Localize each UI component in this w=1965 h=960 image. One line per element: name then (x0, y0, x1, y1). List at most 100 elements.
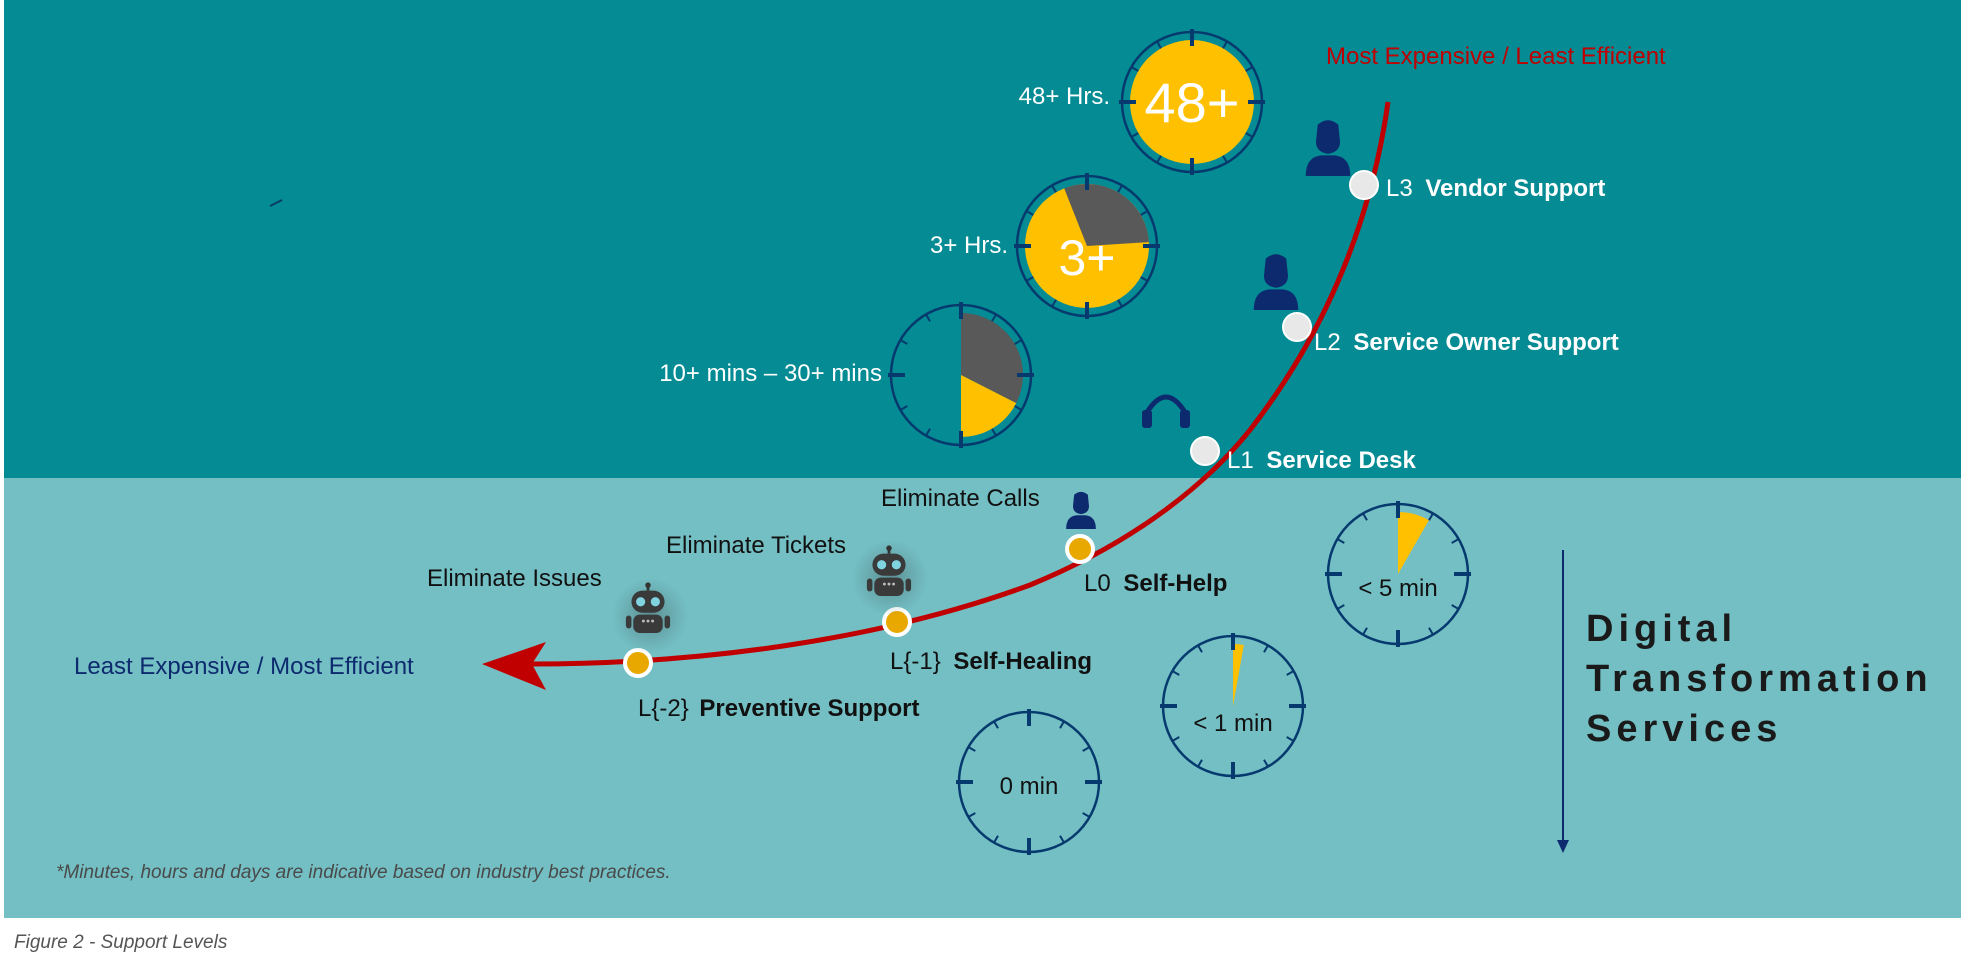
node-l2 (1282, 312, 1312, 342)
level-l3-label: L3 Vendor Support (1386, 175, 1605, 202)
clock-10-tick (991, 313, 997, 322)
clock-3-label: 3+ Hrs. (930, 232, 1008, 259)
eliminate-calls-label: Eliminate Calls (881, 485, 1040, 512)
clock-5-tick (1451, 604, 1460, 610)
clock-1-tick (1263, 644, 1269, 653)
most-expensive-label: Most Expensive / Least Efficient (1326, 43, 1666, 70)
clock-48 (1119, 29, 1265, 175)
clock-0-tick (993, 720, 999, 729)
clock-3-tick (1140, 210, 1149, 216)
clock-5-tick (1336, 538, 1345, 544)
clock-10-tick (899, 405, 908, 411)
clock-1-inner-text: < 1 min (1193, 710, 1272, 737)
clock-3-segment-1 (1064, 183, 1149, 246)
clock-0-tick (1082, 746, 1091, 752)
clock-48-fill (1130, 40, 1254, 164)
clock-48-tick (1245, 66, 1254, 72)
eliminate-issues-label: Eliminate Issues (427, 565, 602, 592)
clock-5-tick (1428, 512, 1434, 521)
clock-3-tick (1051, 299, 1057, 308)
level-l1-label: L1 Service Desk (1227, 447, 1416, 474)
support-curve (519, 101, 1391, 667)
clock-5 (1325, 501, 1471, 647)
clock-3 (1014, 173, 1160, 319)
least-expensive-label: Least Expensive / Most Efficient (74, 653, 414, 680)
clock-3-tick (1117, 299, 1123, 308)
level-l3-prefix: L3 (1386, 175, 1413, 202)
clock-48-tick (1245, 132, 1254, 138)
clock-5-tick (1336, 604, 1345, 610)
clock-10-tick (899, 339, 908, 345)
clock-10-segment-0 (961, 313, 1023, 404)
footnote: *Minutes, hours and days are indicative … (56, 862, 671, 883)
clock-10-tick (1014, 339, 1023, 345)
clock-3-tick (1025, 210, 1034, 216)
side-title-line2: Transformation (1586, 658, 1933, 700)
node-lm2 (623, 648, 653, 678)
clock-10-tick (991, 428, 997, 437)
stray-mark (269, 199, 283, 207)
clock-10-tick (925, 428, 931, 437)
down-arrow-head (1557, 840, 1569, 853)
clock-0-tick (993, 835, 999, 844)
clock-48-tick (1222, 40, 1228, 49)
node-l3 (1349, 170, 1379, 200)
clock-48-label: 48+ Hrs. (1019, 83, 1110, 110)
clock-3-tick (1025, 276, 1034, 282)
clock-3-tick (1117, 184, 1123, 193)
clock-48-tick (1222, 155, 1228, 164)
clock-1-tick (1197, 759, 1203, 768)
clock-10-tick (925, 313, 931, 322)
clock-10-segment-1 (961, 375, 1017, 437)
level-l0-label: L0 Self-Help (1084, 570, 1227, 597)
side-title-line3: Services (1586, 708, 1782, 750)
curve-arrowhead (482, 642, 546, 690)
figure-caption: Figure 2 - Support Levels (14, 932, 228, 953)
clock-1-tick (1171, 736, 1180, 742)
headset-icon (1142, 394, 1190, 428)
clock-0-tick (1082, 812, 1091, 818)
clock-0-tick (1059, 835, 1065, 844)
clock-5-tick (1428, 627, 1434, 636)
clock-1-tick (1171, 670, 1180, 676)
level-l3-name: Vendor Support (1425, 175, 1605, 202)
node-l1 (1190, 436, 1220, 466)
clock-3-inner-text: 3+ (1058, 230, 1115, 286)
clock-48-tick (1130, 132, 1139, 138)
clock-5-tick (1362, 512, 1368, 521)
clock-0-tick (967, 812, 976, 818)
clock-5-tick (1451, 538, 1460, 544)
level-l2-label: L2 Service Owner Support (1314, 329, 1619, 356)
clock-0-tick (967, 746, 976, 752)
clock-1-segment-0 (1233, 644, 1244, 706)
node-l0 (1065, 534, 1095, 564)
clock-1-tick (1286, 736, 1295, 742)
clock-5-segment-0 (1398, 512, 1429, 574)
clock-0 (956, 709, 1102, 855)
clock-1-tick (1263, 759, 1269, 768)
level-l2-prefix: L2 (1314, 329, 1341, 356)
clock-10-label: 10+ mins – 30+ mins (659, 360, 882, 387)
clock-5-inner-text: < 5 min (1358, 575, 1437, 602)
clock-1-tick (1197, 644, 1203, 653)
bottom-band (4, 478, 1961, 918)
clocks-group (888, 29, 1471, 855)
level-lm1-name: Self-Healing (953, 648, 1092, 675)
clock-3-tick (1051, 184, 1057, 193)
clock-3-tick (1140, 276, 1149, 282)
clock-1 (1160, 633, 1306, 779)
level-lm2-label: L{-2} Preventive Support (638, 695, 919, 722)
level-lm2-name: Preventive Support (699, 695, 919, 722)
clock-0-inner-text: 0 min (1000, 773, 1059, 800)
level-l0-name: Self-Help (1123, 570, 1227, 597)
clock-10 (888, 302, 1034, 448)
clock-1-tick (1286, 670, 1295, 676)
level-l1-name: Service Desk (1266, 447, 1416, 474)
clock-48-tick (1156, 40, 1162, 49)
level-l0-prefix: L0 (1084, 570, 1111, 597)
clock-5-tick (1362, 627, 1368, 636)
clock-48-tick (1130, 66, 1139, 72)
level-lm1-prefix: L{-1} (890, 648, 941, 675)
level-l2-name: Service Owner Support (1353, 329, 1618, 356)
